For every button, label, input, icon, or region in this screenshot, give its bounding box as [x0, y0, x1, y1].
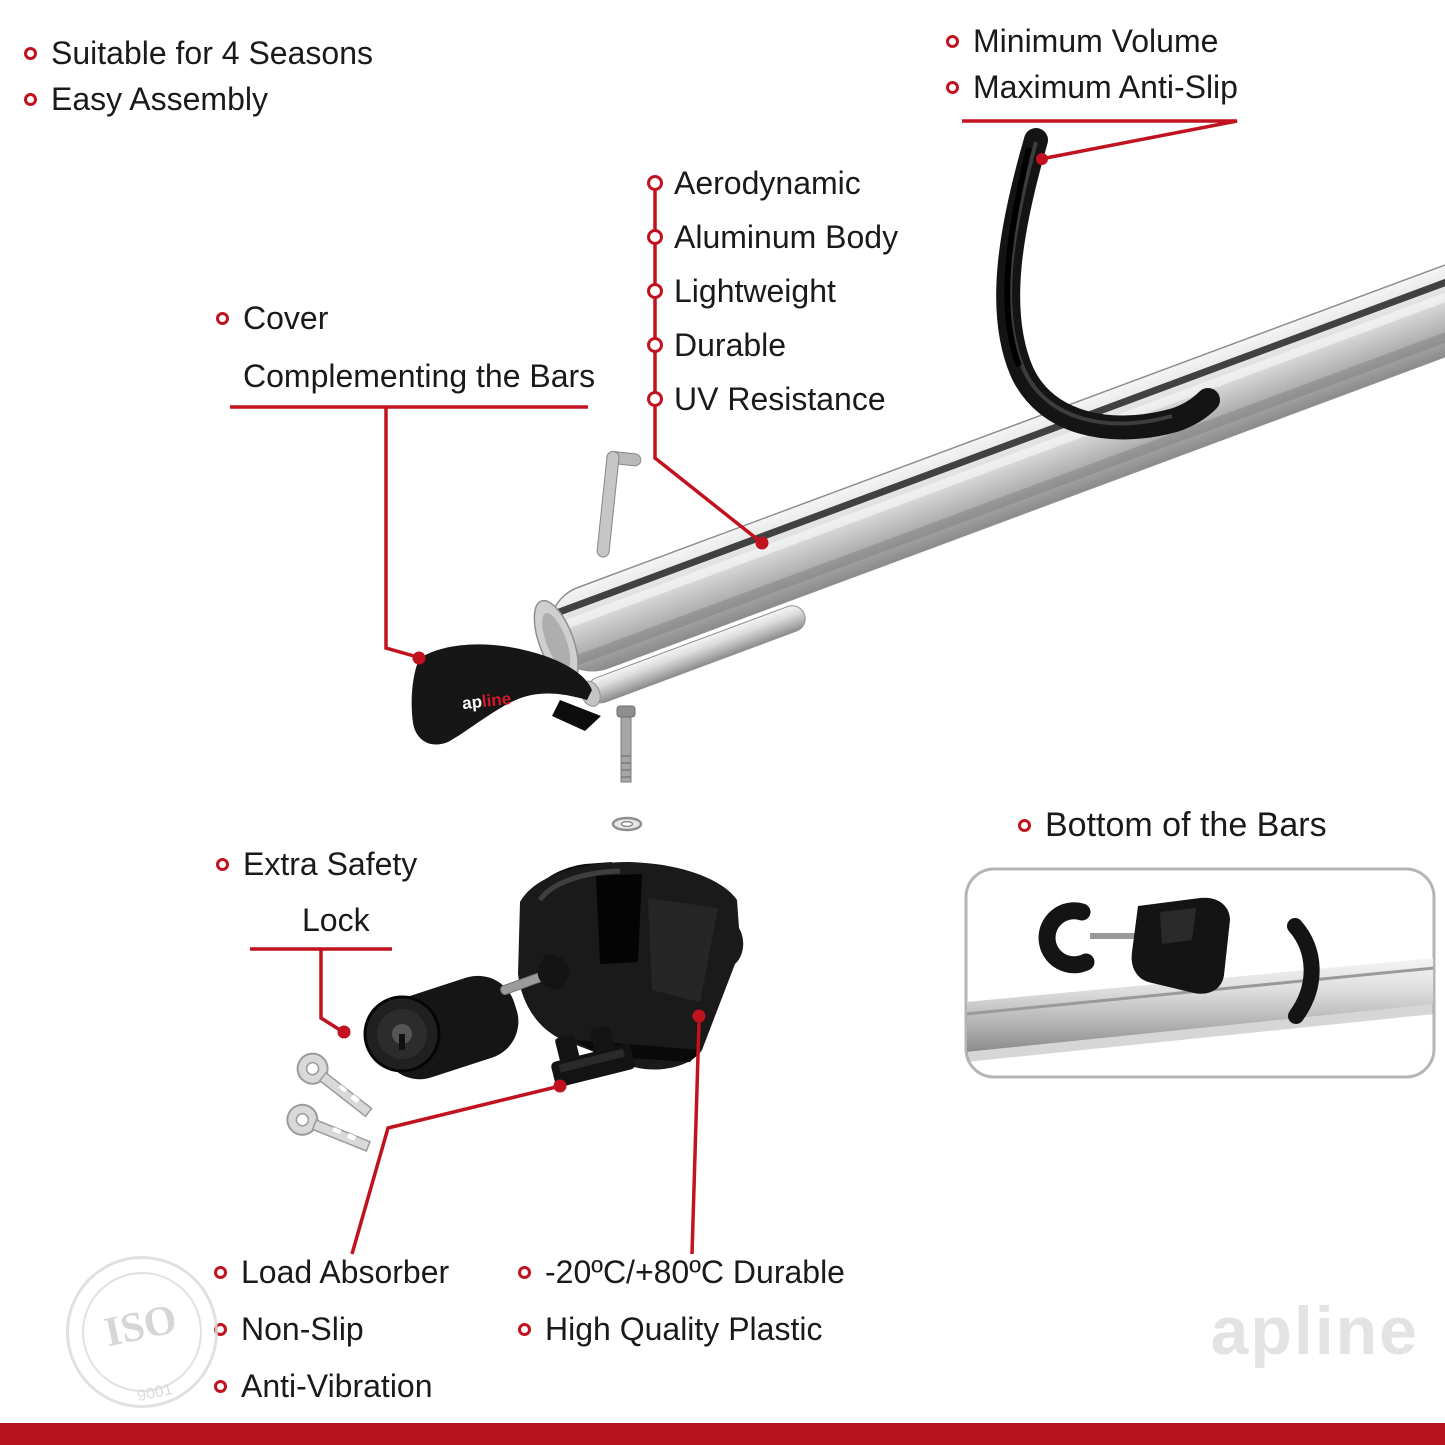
lock-t-bolt [500, 954, 570, 995]
callout-text: Lock [302, 902, 370, 938]
bottom-bars-title: Bottom of the Bars [1018, 806, 1327, 845]
crossbar-channel [549, 262, 1445, 619]
list-item: Anti-Vibration [214, 1358, 449, 1415]
bullet-icon [24, 46, 37, 60]
list-item: Easy Assembly [24, 76, 373, 122]
feature-list-top-left: Suitable for 4 Seasons Easy Assembly [24, 30, 373, 122]
list-item: -20ºC/+80ºC Durable [518, 1244, 845, 1301]
feature-text: Minimum Volume [973, 22, 1219, 59]
brand-watermark: apline [1210, 1293, 1419, 1369]
footer-red-bar [0, 1423, 1445, 1445]
feature-text: Non-Slip [241, 1311, 364, 1347]
mounting-foot [518, 862, 744, 1070]
list-item: Suitable for 4 Seasons [24, 30, 373, 76]
cover-logo: apline [461, 689, 512, 713]
bullet-icon [214, 1380, 227, 1393]
feature-text: High Quality Plastic [545, 1311, 823, 1347]
list-item: Load Absorber [214, 1244, 449, 1301]
list-item: High Quality Plastic [518, 1301, 845, 1358]
lock-callout-line2: Lock [302, 902, 370, 939]
safety-lock [363, 954, 570, 1080]
washer [611, 816, 643, 832]
crossbar [533, 261, 1445, 707]
feature-list-bar: Aerodynamic Aluminum Body Lightweight Du… [674, 156, 1094, 426]
feature-text: Anti-Vibration [241, 1368, 433, 1404]
list-item: Durable [674, 318, 1094, 372]
leader-lines [230, 119, 1238, 1255]
panel-hook [1038, 902, 1095, 974]
bolt [616, 705, 636, 783]
cover-callout-line2: Complementing the Bars [243, 358, 595, 395]
callout-text: Complementing the Bars [243, 358, 596, 394]
feature-text: -20ºC/+80ºC Durable [545, 1254, 845, 1290]
keys [286, 1052, 373, 1153]
list-item: Minimum Volume [946, 18, 1238, 64]
callout-text: Bottom of the Bars [1045, 806, 1327, 844]
rubber-strip [996, 128, 1220, 440]
feature-list-foot: Load Absorber Non-Slip Anti-Vibration [214, 1244, 449, 1415]
iso-stamp: ISO 9001 [51, 1241, 233, 1423]
bullet-icon [216, 312, 229, 325]
feature-text: Easy Assembly [51, 80, 268, 117]
bullet-icon [946, 80, 959, 94]
lock-callout-line1: Extra Safety [216, 846, 417, 883]
cover-callout-line1: Cover [216, 300, 328, 337]
panel-clamp [1131, 897, 1230, 994]
bullet-icon [24, 92, 37, 106]
list-item: UV Resistance [674, 372, 1094, 426]
feature-text: UV Resistance [674, 380, 886, 417]
panel-strap [1287, 918, 1320, 1024]
bullet-icon [1018, 819, 1031, 832]
feature-text: Suitable for 4 Seasons [51, 34, 373, 71]
feature-text: Aluminum Body [674, 218, 899, 255]
bullet-icon [214, 1323, 227, 1336]
feature-text: Maximum Anti-Slip [973, 68, 1238, 105]
bar-cover: apline [411, 644, 601, 745]
load-absorber-bracket [551, 1026, 635, 1087]
list-item: Aerodynamic [674, 156, 1094, 210]
callout-text: Cover [243, 300, 329, 336]
bullet-icon [946, 34, 959, 48]
feature-text: Durable [674, 326, 787, 363]
callout-text: Extra Safety [243, 846, 418, 882]
feature-list-material: -20ºC/+80ºC Durable High Quality Plastic [518, 1244, 845, 1358]
list-item: Non-Slip [214, 1301, 449, 1358]
feature-text: Lightweight [674, 272, 836, 309]
bullet-icon [518, 1266, 531, 1279]
bullet-icon [518, 1323, 531, 1336]
feature-text: Load Absorber [241, 1254, 450, 1290]
bullet-icon [214, 1266, 227, 1279]
feature-list-strip: Minimum Volume Maximum Anti-Slip [946, 18, 1238, 110]
allen-key [596, 451, 642, 558]
feature-text: Aerodynamic [674, 164, 861, 201]
bullet-icon [216, 858, 229, 871]
bottom-of-bars-panel [964, 867, 1436, 1079]
list-item: Aluminum Body [674, 210, 1094, 264]
list-item: Maximum Anti-Slip [946, 64, 1238, 110]
list-item: Lightweight [674, 264, 1094, 318]
